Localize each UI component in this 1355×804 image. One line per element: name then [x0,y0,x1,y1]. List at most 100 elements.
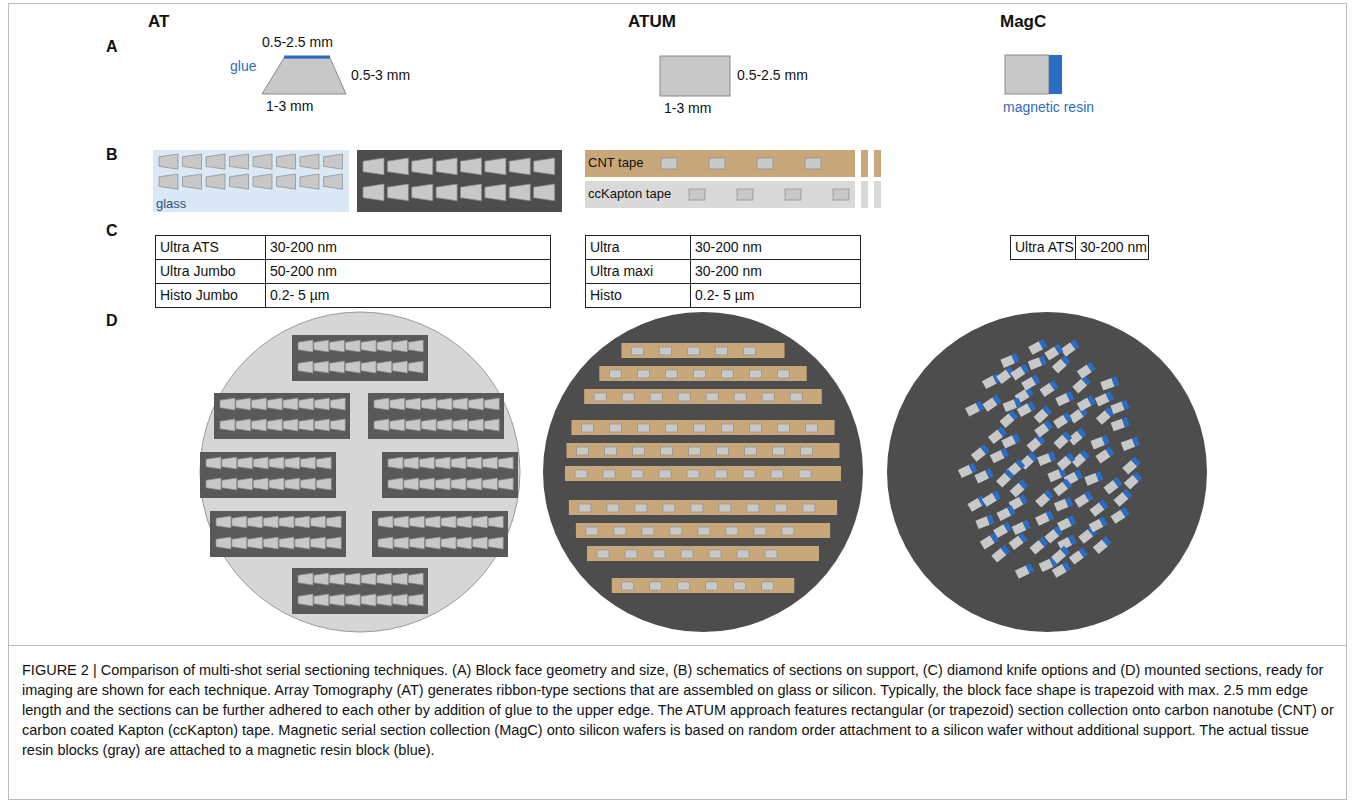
section-trapezoid [374,419,389,431]
silicon-panel [200,452,336,498]
magc-section [1029,537,1048,555]
section-trapezoid [406,419,421,431]
section-trapezoid [390,398,405,410]
section-trapezoid [253,478,268,490]
section [762,393,774,401]
section-trapezoid [412,158,433,175]
table-cell: 30-200 nm [1080,239,1147,255]
resin-section [1120,507,1129,517]
section-trapezoid [484,419,499,431]
section-trapezoid [408,340,423,352]
magc-section [1090,499,1109,517]
resin-section [1102,435,1110,445]
tape-strip [587,546,819,561]
section [773,447,785,455]
section-trapezoid [378,537,393,549]
section-trapezoid [269,457,284,469]
magc-section [1110,400,1129,415]
section-trapezoid [298,594,313,606]
section-trapezoid [222,457,237,469]
section [777,424,789,432]
section-trapezoid [420,457,435,469]
section-trapezoid [236,419,251,431]
section-trapezoid [220,398,235,410]
section [594,393,606,401]
rect-block [660,56,730,96]
section-trapezoid [457,537,472,549]
section-trapezoid [183,174,202,189]
section [665,370,677,378]
resin-section [1123,489,1133,499]
section-trapezoid [263,537,278,549]
tape-strip [576,523,830,538]
section-trapezoid [425,516,440,528]
section-trapezoid [378,516,393,528]
section-trapezoid [252,398,267,410]
section [581,424,593,432]
section-trapezoid [277,154,296,169]
silicon-panel [372,511,508,557]
section [579,504,591,512]
magc-section [1061,339,1080,356]
section-trapezoid [388,478,403,490]
resin-section [1003,522,1012,532]
resin-section [1112,376,1120,386]
magc-section [1053,479,1072,497]
resin-section [997,427,1006,437]
section-trapezoid [330,419,345,431]
section-trapezoid [412,184,433,201]
section-trapezoid [377,573,392,585]
section-trapezoid [298,573,313,585]
dimension: 1-3 mm [266,98,313,114]
magc-section [1028,339,1047,355]
resin-section [1005,469,1015,479]
resin-section [1132,437,1140,447]
magc-section [1110,507,1129,524]
magc-section [988,427,1007,445]
section-trapezoid [509,184,530,201]
section-trapezoid [232,516,247,528]
section-trapezoid [483,478,498,490]
section-trapezoid [330,340,345,352]
section [693,424,705,432]
section-trapezoid [299,398,314,410]
glass-slide: glass [153,150,349,212]
magc-section [965,401,984,417]
section [757,158,773,169]
magc-section [1034,405,1053,423]
resin-section [1023,520,1031,530]
tape-strip [621,343,784,358]
section-trapezoid [159,154,178,169]
table-cell: 30-200 nm [695,239,762,255]
resin-section [1084,491,1093,501]
resin-section [992,490,1001,500]
section-trapezoid [457,516,472,528]
section [670,527,682,535]
section [659,470,671,478]
section [785,189,801,200]
section [762,582,774,590]
section-trapezoid [421,419,436,431]
section [650,582,662,590]
section-trapezoid [394,516,409,528]
section [715,347,727,355]
section-trapezoid [393,361,408,373]
section-trapezoid [345,594,360,606]
section-trapezoid [467,478,482,490]
resin-section [1102,536,1112,546]
section-trapezoid [315,398,330,410]
resin-section [1066,452,1076,462]
section-trapezoid [387,158,408,175]
magc-section [1052,562,1071,578]
magc-section [1069,547,1088,564]
magc-section [1091,435,1110,450]
resin-section [1001,448,1009,458]
resin-section [1007,505,1016,515]
section [577,447,589,455]
section [706,393,718,401]
section-trapezoid [236,398,251,410]
section [653,550,665,558]
section-trapezoid [295,537,310,549]
resin-section [1065,497,1073,507]
section [734,582,746,590]
